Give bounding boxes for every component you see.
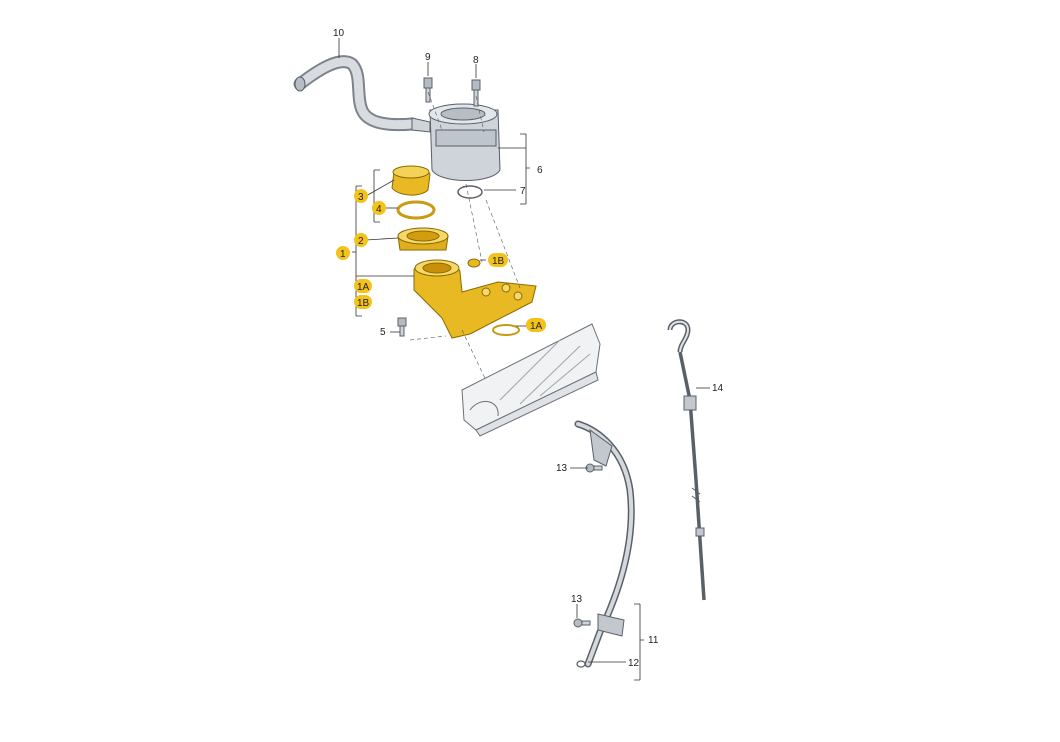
braces xyxy=(352,133,644,681)
label-1: 1 xyxy=(340,249,346,260)
label-1b-2: 1B xyxy=(492,256,505,267)
filler-ring-2[interactable] xyxy=(397,227,449,251)
label-12: 12 xyxy=(628,658,640,669)
breather-hose[interactable] xyxy=(293,55,419,132)
label-1b: 1B xyxy=(357,298,370,309)
seal-ring-4[interactable] xyxy=(396,200,436,220)
badge-4 xyxy=(372,201,386,215)
label-13: 13 xyxy=(556,463,568,474)
filler-cap-3[interactable] xyxy=(391,165,431,196)
badge-1a-2 xyxy=(526,318,546,332)
labels: 10 9 8 6 7 3 4 2 1 1A 1B 1B 1A 5 14 13 1… xyxy=(333,28,724,669)
o-ring-7[interactable] xyxy=(457,185,483,199)
dipstick-guide-tube[interactable] xyxy=(574,420,635,668)
badge-1a xyxy=(354,279,372,293)
label-3: 3 xyxy=(358,192,364,203)
bolt-13-lower[interactable] xyxy=(573,618,591,628)
cylinder-head-cover xyxy=(461,323,601,437)
label-9: 9 xyxy=(425,52,431,63)
label-7: 7 xyxy=(520,186,526,197)
bolt-5[interactable] xyxy=(397,317,407,337)
label-13-2: 13 xyxy=(571,594,583,605)
label-14: 14 xyxy=(712,383,724,394)
seal-1a[interactable] xyxy=(492,324,520,336)
badges xyxy=(336,189,546,332)
o-ring-12[interactable] xyxy=(576,660,586,668)
label-5: 5 xyxy=(380,327,386,338)
label-2: 2 xyxy=(358,236,364,247)
label-8: 8 xyxy=(473,55,479,66)
seal-1b[interactable] xyxy=(467,258,481,268)
badge-3 xyxy=(354,189,368,203)
label-1a-2: 1A xyxy=(530,321,543,332)
leader-lines xyxy=(338,38,710,663)
oil-filler-neck-1[interactable] xyxy=(413,259,537,339)
label-1a: 1A xyxy=(357,282,370,293)
badge-1b-2 xyxy=(488,253,508,267)
badge-2 xyxy=(354,233,368,247)
oil-separator[interactable] xyxy=(411,103,501,181)
label-6: 6 xyxy=(537,165,543,176)
bolt-13-upper[interactable] xyxy=(585,463,603,473)
label-10: 10 xyxy=(333,28,345,39)
bolt-9[interactable] xyxy=(423,77,433,103)
label-11: 11 xyxy=(648,635,659,646)
badge-1 xyxy=(336,246,350,260)
label-4: 4 xyxy=(376,204,382,215)
oil-dipstick[interactable] xyxy=(667,319,706,601)
badge-1b xyxy=(354,295,372,309)
bolt-8[interactable] xyxy=(471,79,481,107)
